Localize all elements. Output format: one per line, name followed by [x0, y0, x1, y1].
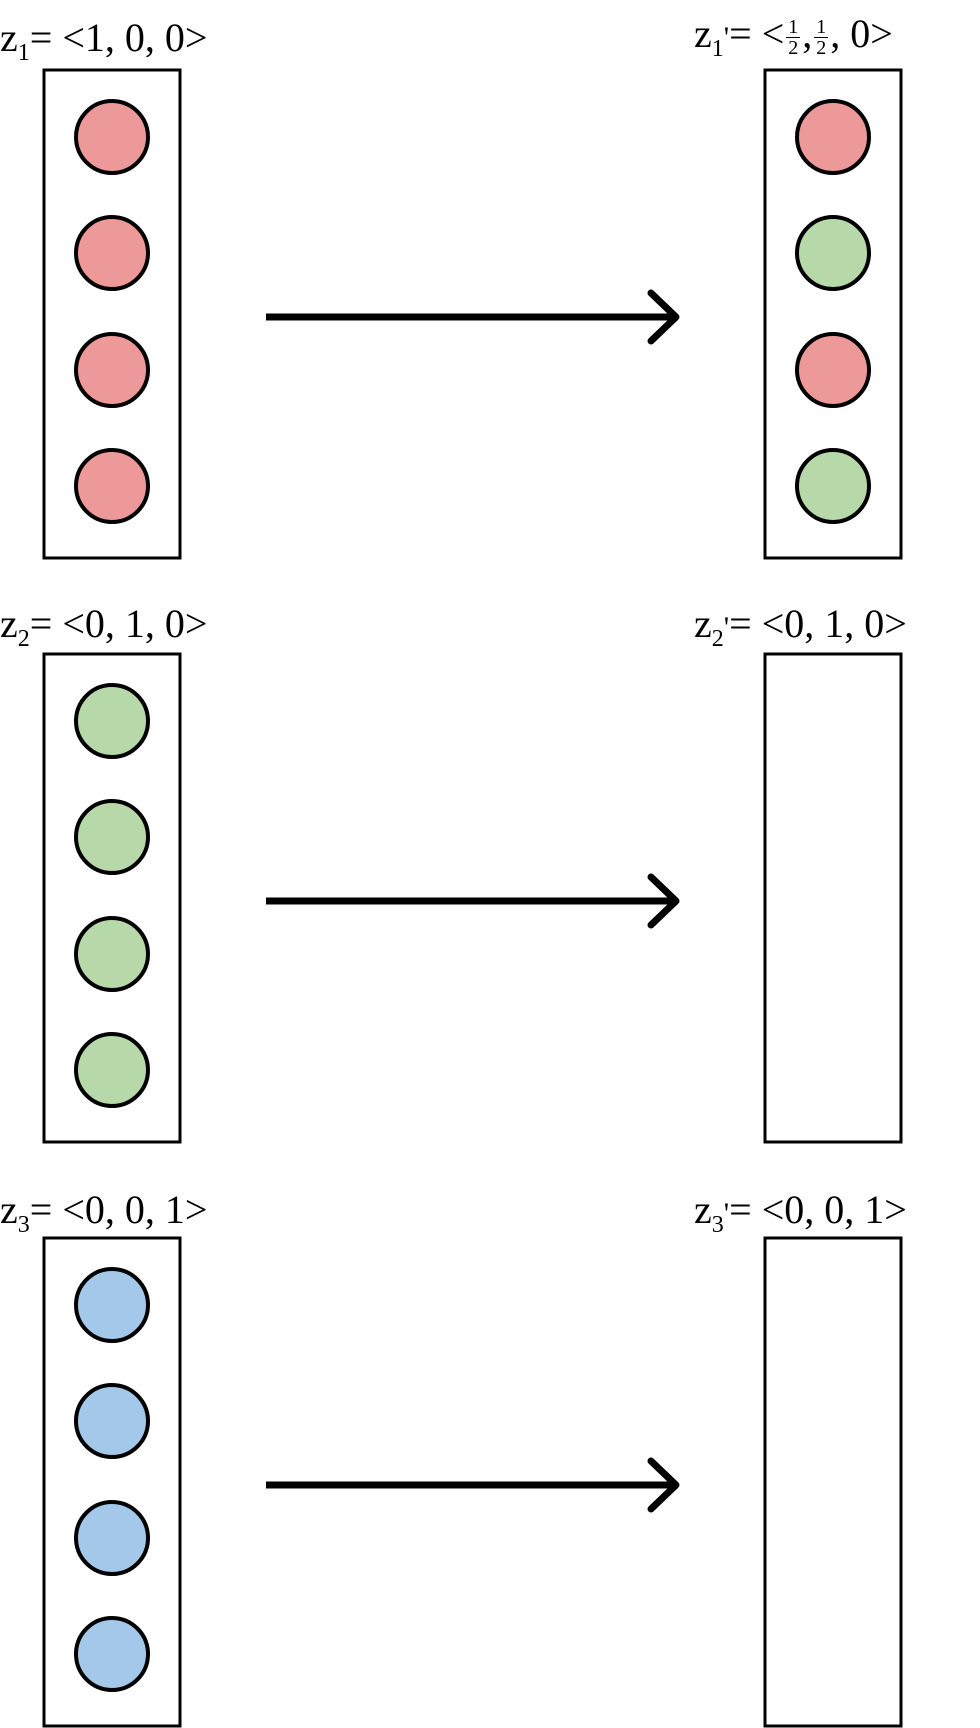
dot-z2-2 — [74, 799, 150, 875]
label-z2: z2= <0, 1, 0> — [0, 601, 208, 652]
dot-z2-1 — [74, 683, 150, 759]
vector-box-z3-prime — [763, 1236, 903, 1728]
dot-z1-4 — [74, 448, 150, 524]
dot-z2-3 — [74, 916, 150, 992]
dot-z3-1 — [74, 1267, 150, 1343]
label-z3-prime: z3'= <0, 0, 1> — [694, 1187, 907, 1238]
label-z2-prime: z2'= <0, 1, 0> — [694, 601, 907, 652]
dot-z3-4 — [74, 1616, 150, 1692]
dot-z3-2 — [74, 1383, 150, 1459]
dot-z2-4 — [74, 1032, 150, 1108]
arrow-head-3 — [647, 1457, 680, 1513]
vector-box-z2-prime — [763, 652, 903, 1144]
label-z3: z3= <0, 0, 1> — [0, 1187, 208, 1238]
label-z1: z1= <1, 0, 0> — [0, 15, 208, 66]
dot-z1-prime-4 — [795, 448, 871, 524]
dot-z3-3 — [74, 1500, 150, 1576]
arrow-head-1 — [647, 289, 680, 345]
dot-z1-3 — [74, 332, 150, 408]
dot-z1-1 — [74, 99, 150, 175]
dot-z1-2 — [74, 215, 150, 291]
arrow-head-2 — [647, 873, 680, 929]
dot-z1-prime-1 — [795, 99, 871, 175]
dot-z1-prime-3 — [795, 332, 871, 408]
dot-z1-prime-2 — [795, 215, 871, 291]
